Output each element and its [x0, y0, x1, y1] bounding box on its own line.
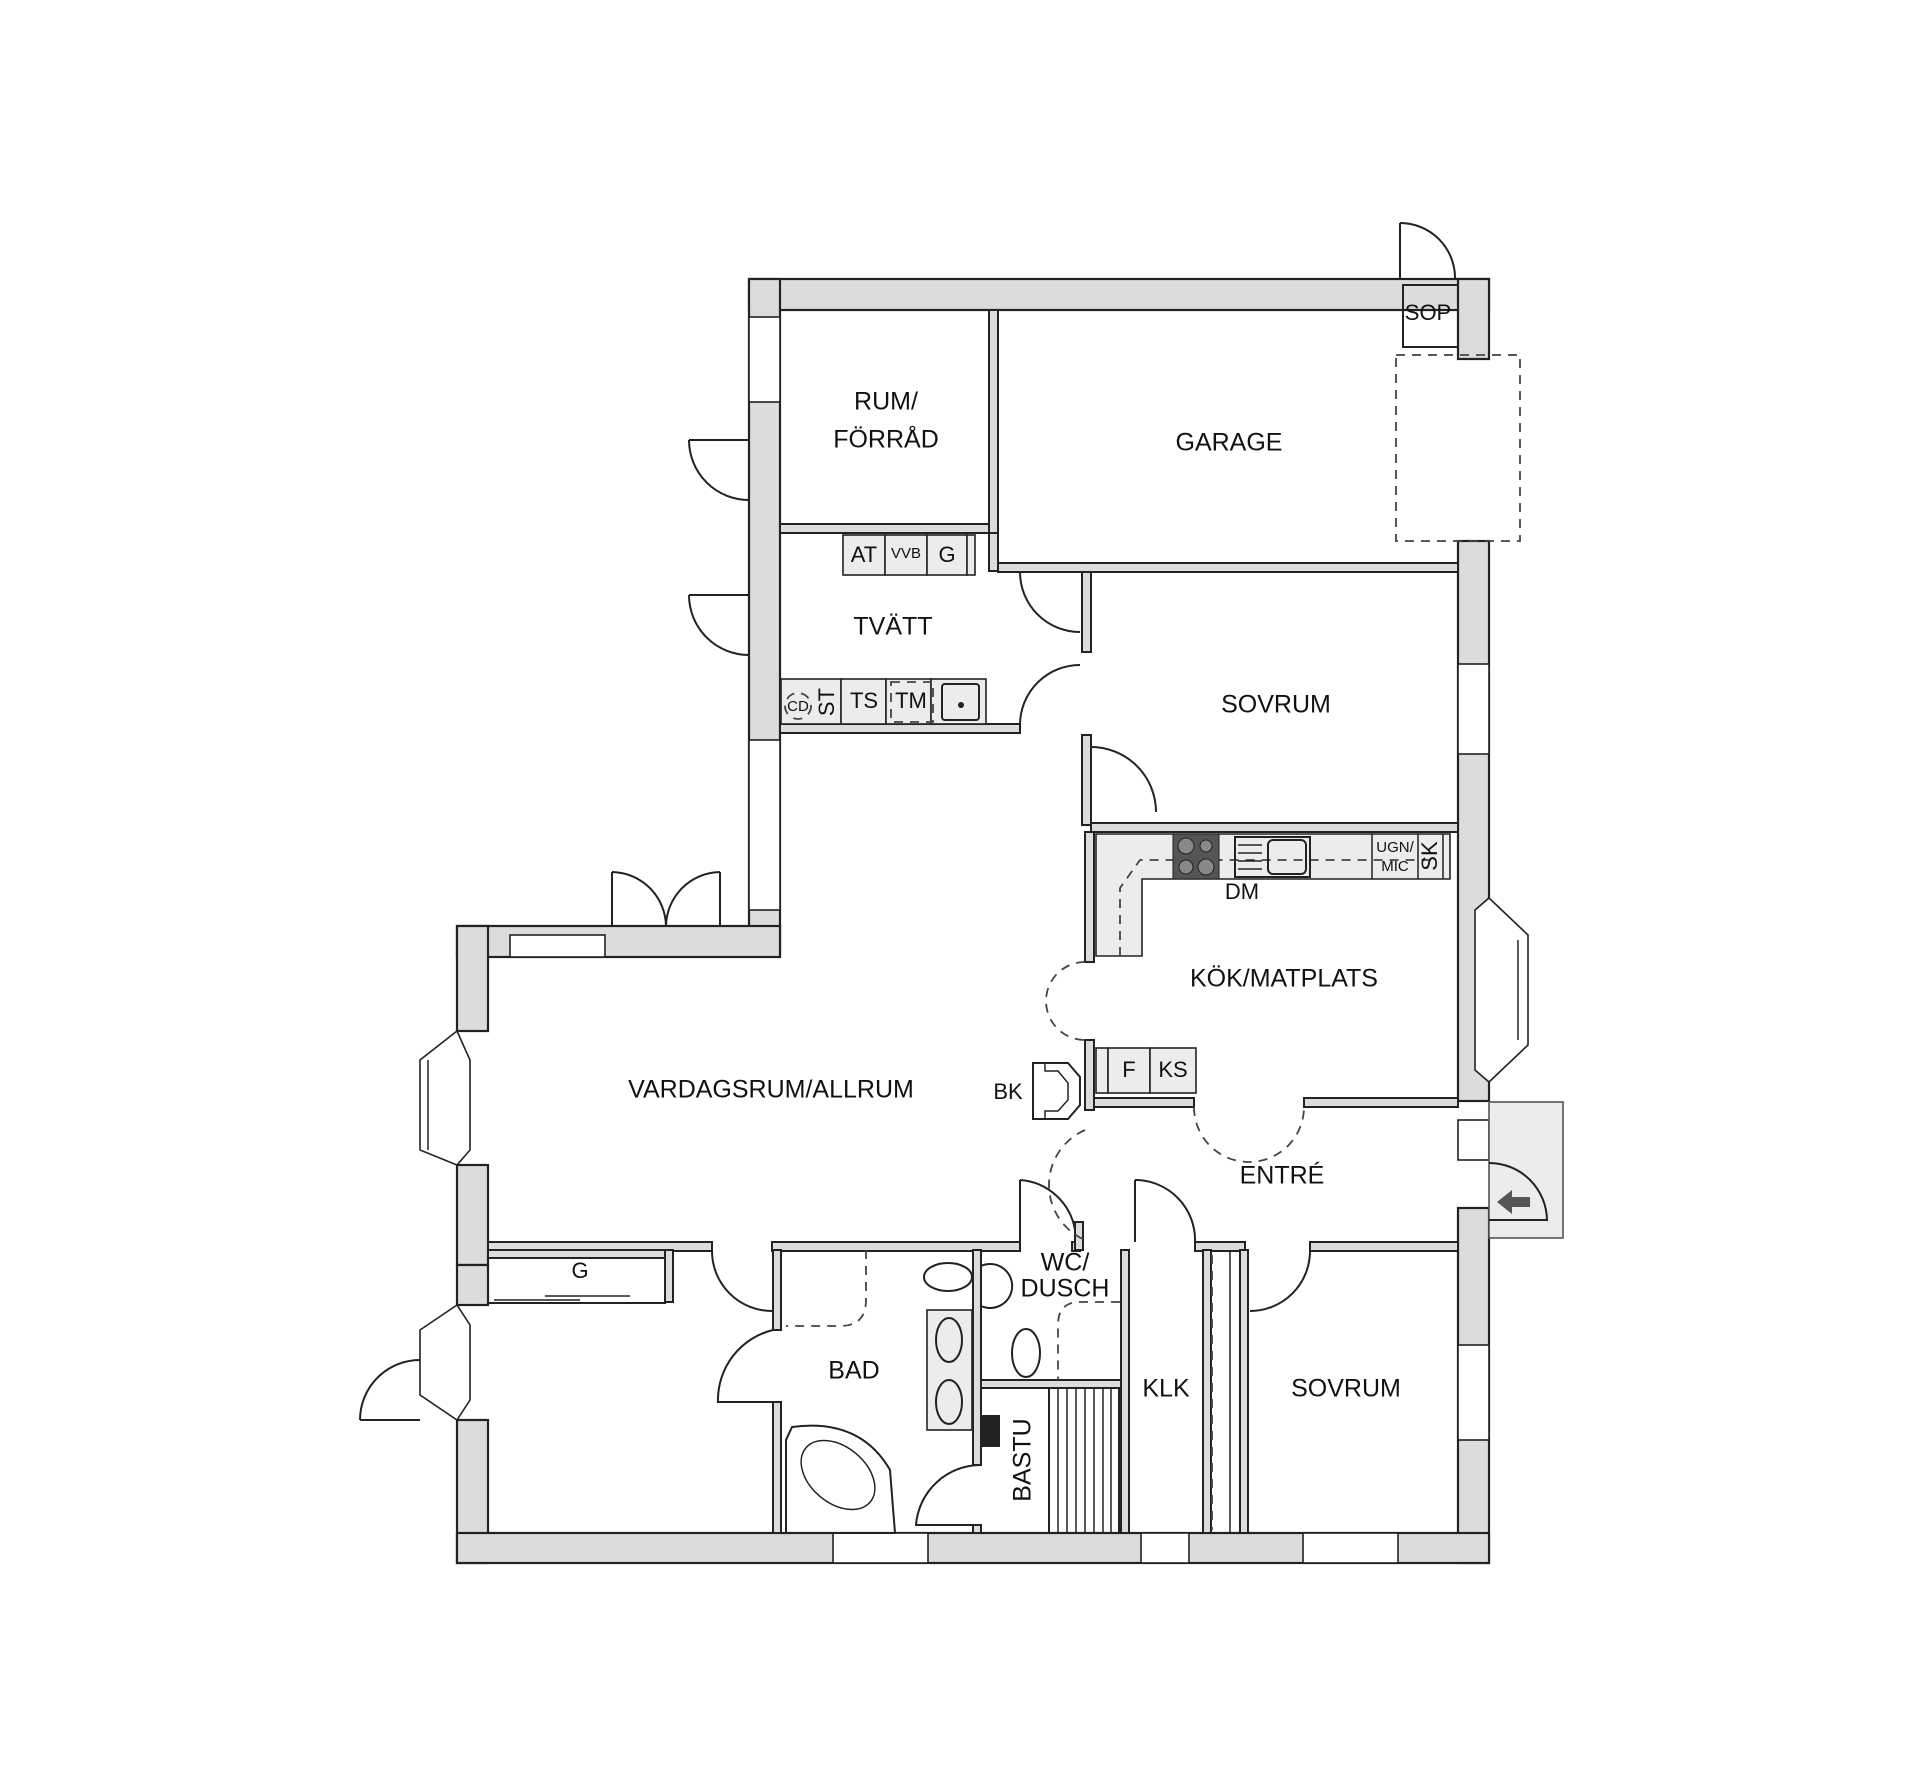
kitchen-fixtures: UGN/ MIC SK DM F KS: [1095, 833, 1451, 1094]
room-labels: RUM/ FÖRRÅD GARAGE TVÄTT SOVRUM KÖK/MATP…: [628, 388, 1401, 1502]
fixture-st: ST: [814, 688, 839, 716]
doors: [359, 222, 1564, 1526]
corner-bathtub-icon: [785, 1424, 897, 1534]
wardrobe: G: [487, 1257, 666, 1304]
double-vanity: [926, 1309, 973, 1431]
fixture-at: AT: [851, 542, 877, 567]
fixture-ks: KS: [1158, 1057, 1187, 1082]
fixture-bk: BK: [993, 1079, 1023, 1104]
fireplace-icon: BK: [993, 1062, 1081, 1120]
label-tvatt: TVÄTT: [853, 613, 932, 641]
label-rum: RUM/: [854, 388, 918, 416]
label-bad: BAD: [828, 1357, 879, 1385]
fixture-dm: DM: [1225, 879, 1259, 904]
internal-walls: [487, 309, 1459, 1534]
fixture-ugn: UGN/: [1376, 839, 1414, 856]
fixture-cd: CD: [787, 698, 809, 715]
fixture-ts: TS: [850, 688, 878, 713]
fixture-f: F: [1122, 1057, 1135, 1082]
entrance-arrow-icon: [1497, 1190, 1530, 1214]
sauna-heater-icon: [982, 1415, 1000, 1447]
label-klk: KLK: [1142, 1375, 1190, 1403]
kitchen-sink-icon: [1234, 836, 1311, 878]
label-bastu: BASTU: [1009, 1418, 1037, 1501]
label-kok: KÖK/MATPLATS: [1190, 965, 1378, 993]
toilet-icon: [923, 1262, 973, 1292]
fixture-sk: SK: [1417, 841, 1442, 871]
label-garage: GARAGE: [1176, 429, 1283, 457]
tvatt-fixtures: AT VVB G CD ST TS TM: [780, 534, 987, 725]
label-sop: SOP: [1405, 300, 1451, 325]
label-entre: ENTRÉ: [1240, 1161, 1325, 1190]
fixture-tm: TM: [895, 688, 927, 713]
label-dusch: DUSCH: [1021, 1275, 1110, 1303]
label-sovrum-lower: SOVRUM: [1291, 1375, 1401, 1403]
label-wc: WC/: [1041, 1249, 1090, 1277]
fixture-mic: MIC: [1381, 858, 1409, 875]
label-sovrum-upper: SOVRUM: [1221, 691, 1331, 719]
laundry-sink-icon: [941, 683, 980, 721]
label-vardagsrum: VARDAGSRUM/ALLRUM: [628, 1076, 914, 1104]
fixture-g-tvatt: G: [938, 542, 955, 567]
windows: [419, 316, 1529, 1564]
bathroom-fixtures: [785, 1250, 973, 1534]
sop-room: [1402, 284, 1459, 348]
label-forrad: FÖRRÅD: [833, 424, 939, 454]
wc-toilet-icon: [1011, 1328, 1041, 1378]
wc-fixtures: [980, 1263, 1120, 1380]
wc-sink-icon: [980, 1263, 1014, 1309]
entrance-porch: [1488, 1101, 1564, 1239]
fixture-vvb: VVB: [891, 545, 921, 562]
fixture-g-wardrobe: G: [571, 1258, 588, 1283]
sauna-bench: [982, 1387, 1120, 1534]
